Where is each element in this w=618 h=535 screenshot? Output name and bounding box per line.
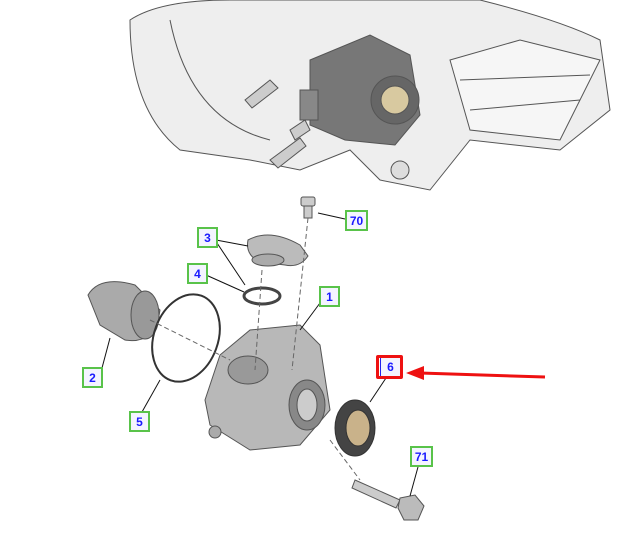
highlight-arrow	[406, 366, 546, 380]
large-o-ring	[151, 293, 221, 383]
cover-plate	[247, 234, 309, 267]
callout-2[interactable]: 2	[82, 367, 103, 388]
bolt-71	[351, 479, 425, 521]
gearbox-housing	[129, 0, 611, 191]
callout-70[interactable]: 70	[345, 210, 368, 231]
callout-5[interactable]: 5	[129, 411, 150, 432]
callout-6[interactable]: 6	[380, 356, 401, 378]
bolt-70	[300, 196, 316, 219]
oil-seal	[334, 399, 376, 457]
assembly-axes	[149, 217, 361, 481]
leader-lines	[101, 212, 419, 497]
pump-body	[204, 324, 331, 451]
callout-71[interactable]: 71	[410, 446, 433, 467]
callout-1[interactable]: 1	[319, 286, 340, 307]
drive-gear	[87, 281, 161, 342]
o-ring	[242, 286, 282, 306]
callout-4[interactable]: 4	[187, 263, 208, 284]
callout-3[interactable]: 3	[197, 227, 218, 248]
